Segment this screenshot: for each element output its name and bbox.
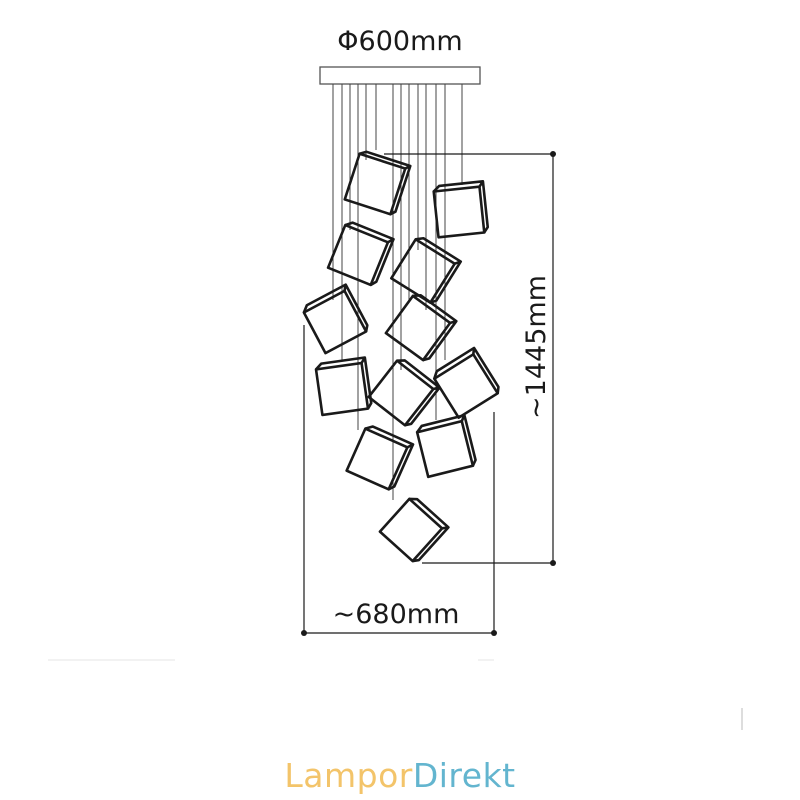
cube-pendant bbox=[345, 425, 415, 491]
brand-part-lampor: Lampor bbox=[284, 756, 413, 795]
cube-pendant bbox=[326, 221, 395, 287]
brand-part-direkt: Direkt bbox=[412, 756, 516, 795]
cube-pendant bbox=[432, 180, 490, 239]
width-label: ~680mm bbox=[333, 599, 460, 630]
cube-pendant bbox=[433, 346, 500, 419]
cube-pendant bbox=[302, 283, 369, 355]
cube-pendant bbox=[367, 359, 441, 427]
cube-pendant bbox=[343, 150, 412, 216]
height-dimension bbox=[384, 151, 556, 566]
cube-pendant bbox=[384, 294, 458, 362]
cube-pendant bbox=[390, 236, 463, 304]
faint-marks bbox=[48, 659, 743, 730]
cube-pendant bbox=[415, 413, 477, 479]
height-label: ~1445mm bbox=[521, 275, 552, 419]
brand-logo: LamporDirekt bbox=[0, 756, 800, 795]
width-dimension bbox=[301, 325, 497, 636]
canopy-diameter-label: Φ600mm bbox=[337, 26, 462, 57]
cube-pendant bbox=[314, 356, 373, 417]
ceiling-canopy bbox=[319, 66, 481, 85]
cube-pendant bbox=[378, 497, 450, 563]
